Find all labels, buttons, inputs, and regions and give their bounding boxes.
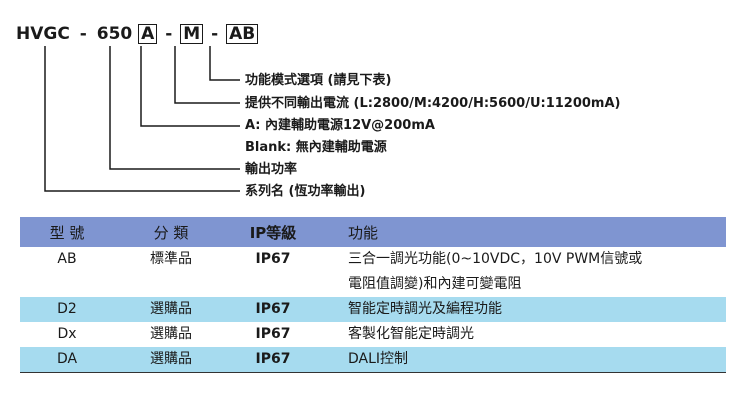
code-aux-box: A	[138, 24, 158, 44]
cell-model: D2	[20, 297, 114, 322]
cell-function: 智能定時調光及編程功能	[318, 297, 726, 322]
cell-model: AB	[57, 251, 77, 267]
cell-ip: IP67	[255, 326, 291, 342]
legend-function-mode: 功能模式選項 (請見下表)	[245, 73, 392, 88]
code-dash-2: -	[165, 24, 173, 44]
legend-output-power: 輸出功率	[245, 162, 298, 177]
cell-category: 選購品	[114, 297, 228, 322]
header-model: 型 號	[20, 217, 114, 247]
header-function: 功能	[318, 217, 726, 247]
legend-no-aux: Blank: 無內建輔助電源	[245, 140, 387, 155]
cell-category: 選購品	[114, 347, 228, 373]
legend-connector-lines	[44, 46, 240, 192]
function-table: 型 號 分 類 IP等級 功能 AB 標準品 IP67 三合一調光功能(0~10…	[20, 217, 726, 373]
cell-function: DALI控制	[318, 347, 726, 373]
cell-model: DA	[20, 347, 114, 373]
header-category: 分 類	[114, 217, 228, 247]
table-row: Dx 選購品 IP67 客製化智能定時調光	[20, 322, 726, 347]
cell-category: 標準品	[150, 251, 192, 267]
code-dash-3: -	[211, 24, 219, 44]
legend-aux-power: A: 內建輔助電源12V@200mA	[245, 118, 435, 133]
cell-ip: IP67	[228, 297, 318, 322]
cell-model: Dx	[57, 326, 77, 342]
code-series: HVGC	[16, 24, 70, 44]
cell-category: 選購品	[150, 326, 192, 342]
legend-output-current: 提供不同輸出電流 (L:2800/M:4200/H:5600/U:11200mA…	[245, 96, 621, 111]
table-header-row: 型 號 分 類 IP等級 功能	[20, 217, 726, 247]
legend-series-name: 系列名 (恆功率輸出)	[245, 184, 366, 199]
cell-ip: IP67	[228, 347, 318, 373]
model-code: HVGC - 650 A - M - AB	[16, 24, 259, 44]
cell-ip: IP67	[255, 251, 291, 267]
cell-function-continued: 電阻值調變)和內建可變電阻	[348, 276, 522, 292]
cell-function: 三合一調光功能(0~10VDC，10V PWM信號或	[348, 251, 643, 267]
code-dash-1: -	[79, 24, 87, 44]
code-function-box: AB	[226, 24, 259, 44]
table-row: AB 標準品 IP67 三合一調光功能(0~10VDC，10V PWM信號或	[20, 247, 726, 272]
table-row: D2 選購品 IP67 智能定時調光及編程功能	[20, 297, 726, 322]
code-wattage: 650	[96, 24, 133, 44]
table-row: DA 選購品 IP67 DALI控制	[20, 347, 726, 373]
header-ip: IP等級	[228, 217, 318, 247]
cell-function: 客製化智能定時調光	[348, 326, 474, 342]
table-row-continuation: 電阻值調變)和內建可變電阻	[20, 272, 726, 297]
code-current-box: M	[180, 24, 204, 44]
